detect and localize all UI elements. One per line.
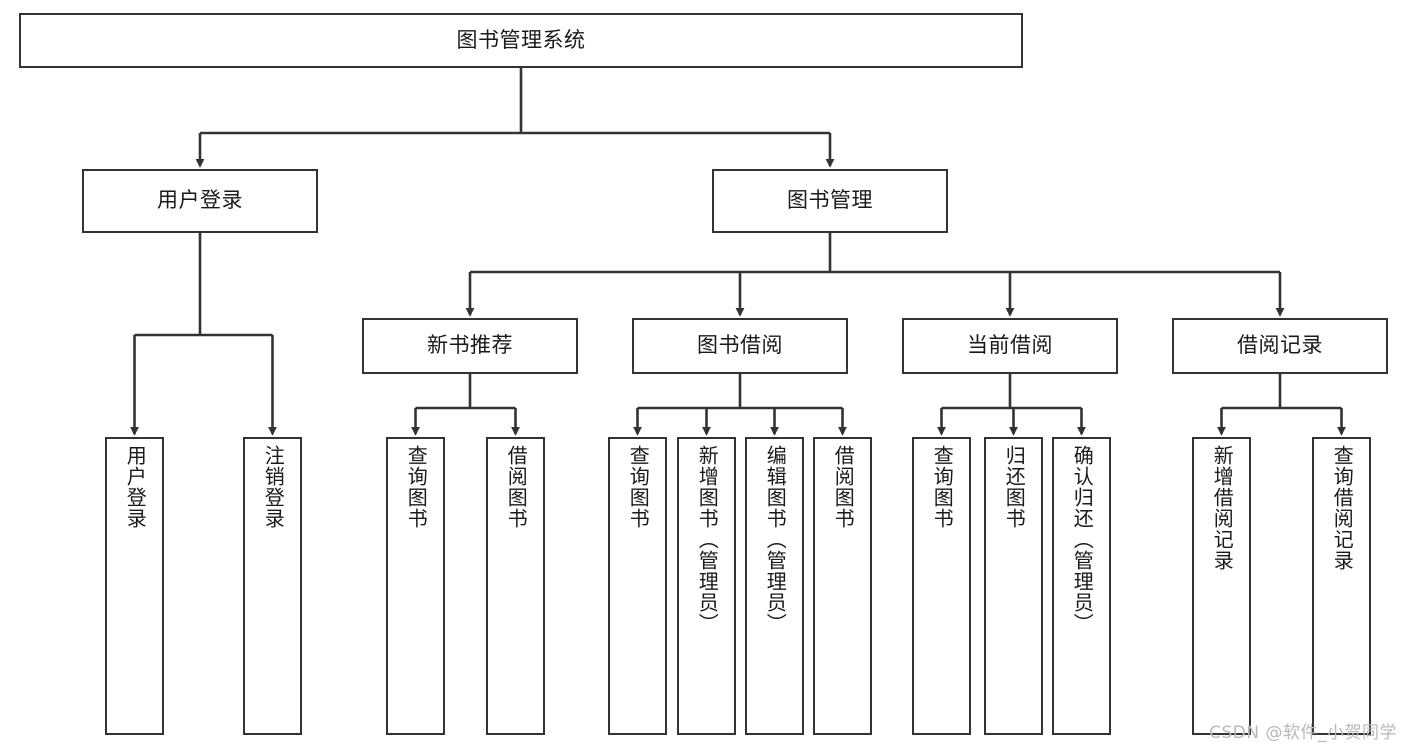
node-label: 确认归还（管理员） <box>1070 445 1095 634</box>
node-records[interactable]: 借阅记录 <box>1172 318 1388 374</box>
node-label: 图书管理 <box>787 188 873 213</box>
node-leaf-user-logout[interactable]: 注销登录 <box>243 437 302 735</box>
node-login[interactable]: 用户登录 <box>82 169 318 233</box>
node-label: 图书管理系统 <box>456 27 586 52</box>
node-label: 查询图书 <box>930 445 955 529</box>
node-root-root[interactable]: 图书管理系统 <box>19 13 1023 68</box>
node-label: 注销登录 <box>261 445 286 529</box>
node-leaf-edit-book[interactable]: 编辑图书（管理员） <box>745 437 804 735</box>
node-leaf-return-book[interactable]: 归还图书 <box>984 437 1043 735</box>
node-label: 当前借阅 <box>967 333 1053 358</box>
node-label: 新增图书（管理员） <box>695 445 720 634</box>
node-label: 归还图书 <box>1002 445 1027 529</box>
node-current[interactable]: 当前借阅 <box>902 318 1118 374</box>
node-bookmgmt[interactable]: 图书管理 <box>712 169 948 233</box>
node-label: 图书借阅 <box>697 333 783 358</box>
node-label: 用户登录 <box>123 445 148 529</box>
node-borrow[interactable]: 图书借阅 <box>632 318 848 374</box>
node-leaf-add-record[interactable]: 新增借阅记录 <box>1192 437 1251 735</box>
node-label: 新增借阅记录 <box>1210 445 1235 571</box>
node-label: 新书推荐 <box>427 333 513 358</box>
node-leaf-query-book-1[interactable]: 查询图书 <box>386 437 445 735</box>
node-label: 用户登录 <box>157 188 243 213</box>
node-leaf-confirm-return[interactable]: 确认归还（管理员） <box>1052 437 1111 735</box>
node-label: 借阅图书 <box>504 445 529 529</box>
node-leaf-user-login[interactable]: 用户登录 <box>105 437 164 735</box>
node-leaf-add-book[interactable]: 新增图书（管理员） <box>677 437 736 735</box>
node-leaf-query-book-3[interactable]: 查询图书 <box>912 437 971 735</box>
node-leaf-query-record[interactable]: 查询借阅记录 <box>1312 437 1371 735</box>
node-label: 编辑图书（管理员） <box>763 445 788 634</box>
node-label: 查询借阅记录 <box>1330 445 1355 571</box>
node-leaf-borrow-book-2[interactable]: 借阅图书 <box>813 437 872 735</box>
edge-group <box>130 68 1346 436</box>
node-label: 查询图书 <box>626 445 651 529</box>
node-leaf-query-book-2[interactable]: 查询图书 <box>608 437 667 735</box>
node-label: 查询图书 <box>404 445 429 529</box>
node-leaf-borrow-book-1[interactable]: 借阅图书 <box>486 437 545 735</box>
node-label: 借阅记录 <box>1237 333 1323 358</box>
node-label: 借阅图书 <box>831 445 856 529</box>
node-newbook[interactable]: 新书推荐 <box>362 318 578 374</box>
